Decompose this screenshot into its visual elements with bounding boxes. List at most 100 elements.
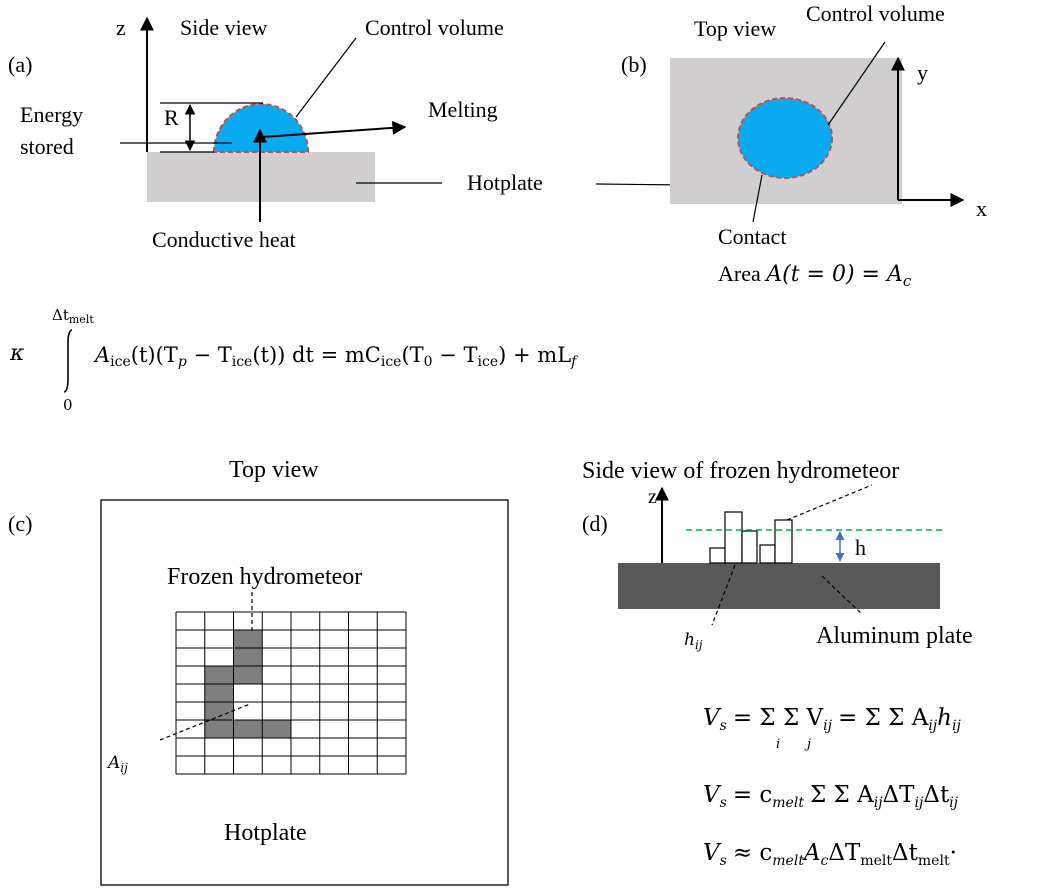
eq3-a: A [802, 840, 821, 866]
grid-cell-filled [262, 720, 291, 738]
grid-cell-filled [204, 702, 234, 720]
panel-d-title-leader [786, 484, 873, 521]
panel-c-area-sub: ij [120, 761, 128, 775]
panel-d-column-label: hij [684, 630, 703, 652]
panel-d-plate-leader [821, 575, 863, 615]
eq2-dtime: Δt [923, 782, 950, 808]
panel-b-letter: (b) [621, 52, 647, 77]
eq-a-sub: ice [110, 354, 131, 370]
panel-a-conductive-heat-label: Conductive heat [152, 227, 296, 252]
panel-a-control-volume-label: Control volume [365, 15, 504, 40]
panel-d-title: Side view of frozen hydrometeor [582, 458, 899, 484]
eq1-rhs-tail-sub: ij [952, 718, 961, 734]
eq1-lhs-sub: s [720, 718, 727, 734]
panel-a-control-volume-leader [295, 37, 357, 118]
panel-c-area-leader [159, 703, 251, 741]
eq3-dt: ΔT [828, 840, 861, 866]
panel-c-title: Top view [229, 457, 319, 483]
eq-t6-sub: f [570, 354, 579, 370]
panel-b-control-volume-leader [827, 41, 886, 126]
eq3-end: · [950, 840, 957, 866]
hydrometeor-column [759, 544, 776, 564]
eq2-c-sub: melt [772, 795, 804, 811]
panel-d: Side view of frozen hydrometeor (d) z h … [582, 458, 973, 652]
panel-b-control-volume-label: Control volume [806, 1, 945, 26]
eq-t3-sub: ice [381, 354, 402, 370]
grid-cell-filled [204, 666, 234, 684]
eq-t4: (T [401, 343, 423, 367]
grid-cell-filled [204, 684, 234, 702]
panel-c-grid [175, 611, 407, 775]
hydrometeor-column [724, 511, 743, 564]
panel-b-x-label: x [976, 196, 987, 221]
eq1-rhs: = Σ Σ A [838, 705, 929, 731]
eq1-index-j1: j [804, 737, 811, 752]
eq-t6: ) + mL [498, 343, 571, 367]
grid-cell-filled [233, 648, 263, 666]
panel-a-hotplate-label: Hotplate [467, 170, 543, 195]
panel-a-radius-label: R [164, 105, 179, 130]
grid-cell-filled [233, 630, 263, 648]
panel-d-height-label: h [855, 535, 866, 560]
eq-upper-limit-text: Δt [52, 306, 69, 324]
grid-cell-filled [233, 666, 263, 684]
eq2-sums-sub: ij [874, 795, 883, 811]
panel-a-melting-label: Melting [428, 97, 498, 122]
eq-t2-sub: ice [232, 354, 253, 370]
eq-body: Aice(t)(Tp − Tice(t)) dt = mCice(T0 − Ti… [93, 343, 579, 370]
panel-c-frame [100, 499, 509, 886]
eq-t5: − T [433, 343, 478, 367]
eq-t1: (t)(T [131, 343, 178, 367]
panel-b-contact-leader [752, 174, 763, 223]
panel-a-droplet [212, 103, 310, 153]
eq2-lhs-sub: s [720, 795, 727, 811]
eq3-a-sub: c [821, 853, 829, 869]
panel-c-area-main: A [106, 753, 120, 773]
energy-equation: κ Δtmelt 0 Aice(t)(Tp − Tice(t)) dt = mC… [9, 306, 579, 414]
eq-a: A [93, 343, 110, 367]
eq-t5-sub: ice [478, 354, 499, 370]
panel-d-column-sub: ij [695, 638, 703, 652]
eq2-dt: ΔT [883, 782, 916, 808]
eq1-mid: = Σ Σ V [733, 705, 824, 731]
eq-t3: (t)) dt = mC [252, 343, 381, 367]
eq-lower-limit: 0 [63, 396, 73, 414]
eq3-dtime-sub: melt [918, 853, 950, 869]
eq3-lhs-sub: s [720, 853, 727, 869]
eq2-c: = c [733, 782, 772, 808]
eq1-mid-sub: ij [823, 718, 832, 734]
panel-b-contact-prefix: Area [718, 261, 766, 286]
panel-c-area-label: Aij [106, 753, 128, 775]
panel-c-hotplate-label: Hotplate [224, 820, 307, 846]
panel-b-contact-sub: c [903, 272, 912, 290]
eq-t2: − T [187, 343, 232, 367]
panel-c: Top view (c) Frozen hydrometeor Aij Hotp… [8, 457, 509, 886]
panel-c-frozen-label: Frozen hydrometeor [167, 564, 362, 590]
hydrometeor-column [774, 519, 793, 564]
panel-a-z-label: z [116, 15, 126, 40]
panel-b: (b) Top view Control volume y x Contact … [621, 1, 987, 290]
vol-eq-1: Vs= Σ Σ Vij= Σ Σ Aijhij [703, 705, 961, 734]
panel-d-column-main: h [684, 630, 695, 650]
panel-a-title: Side view [180, 15, 267, 40]
panel-b-contact-line2: Area A(t = 0) = Ac [718, 261, 912, 290]
panel-c-letter: (c) [8, 511, 32, 536]
panel-b-title: Top view [694, 16, 776, 41]
eq1-rhs-tail: h [937, 705, 952, 731]
eq-upper-limit-sub: melt [69, 313, 94, 326]
eq-t1-sub: p [178, 354, 187, 370]
eq2-sums: Σ Σ A [810, 782, 874, 808]
panel-d-plate [618, 563, 940, 609]
eq-upper-limit: Δtmelt [52, 306, 94, 326]
grid-cell-filled [204, 720, 234, 738]
panel-a: (a) z Side view Control volume R Energy … [8, 15, 686, 252]
panel-d-letter: (d) [582, 511, 608, 536]
panel-d-z-label: z [648, 486, 657, 508]
panel-a-melting-arrow [261, 120, 407, 138]
grid-cell-filled [233, 720, 263, 738]
eq2-lhs: V [703, 782, 722, 808]
panel-b-y-label: y [917, 60, 928, 85]
